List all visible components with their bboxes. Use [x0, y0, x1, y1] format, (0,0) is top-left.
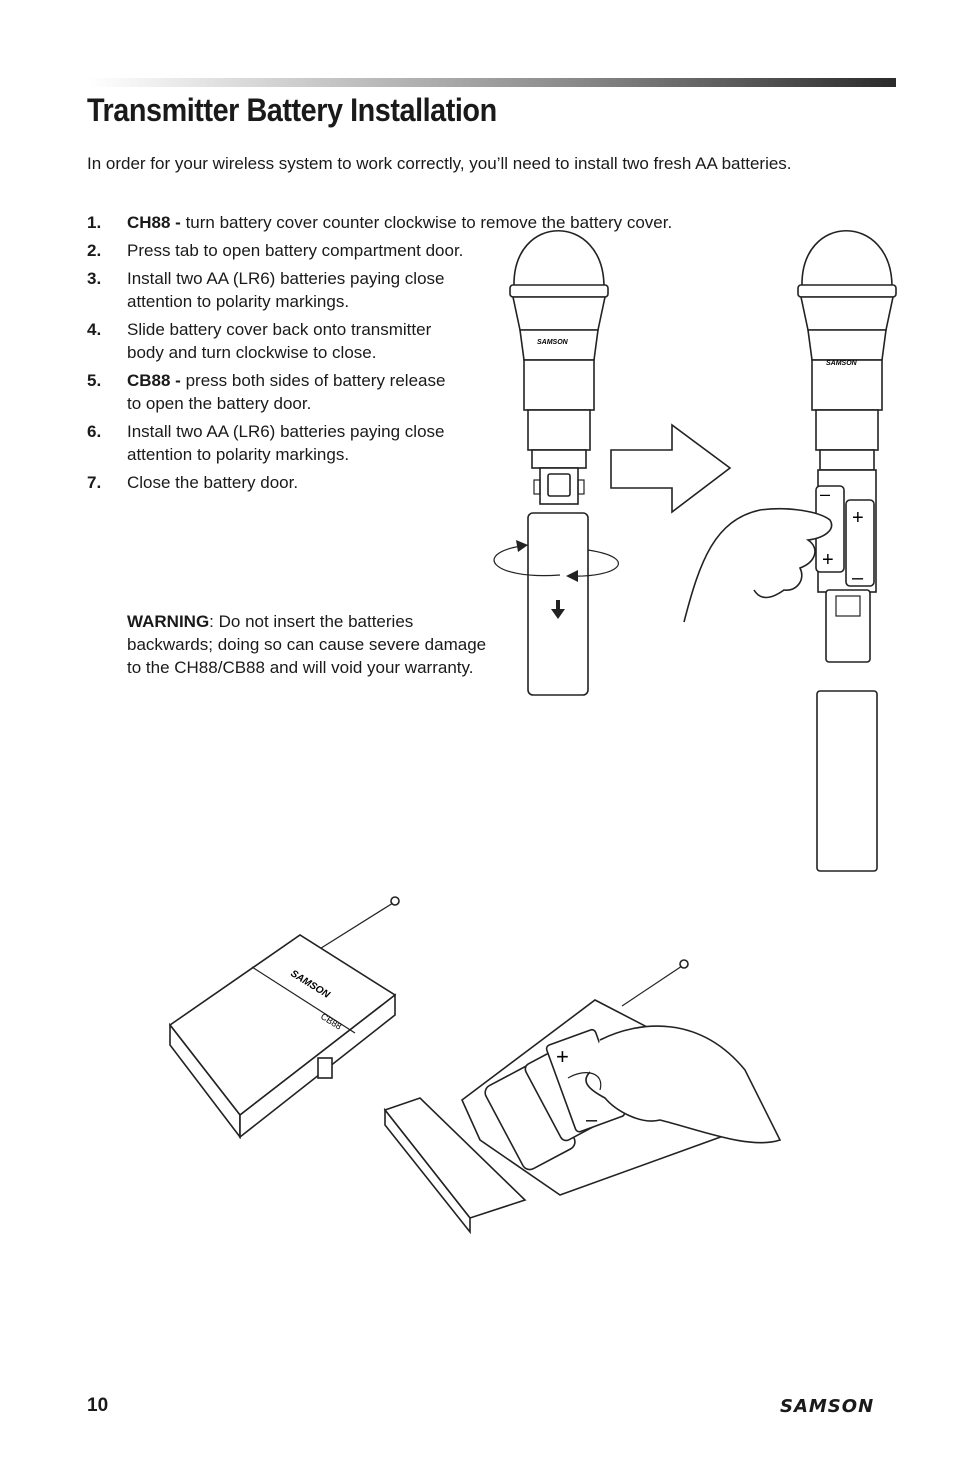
- battery-plus-sign: +: [822, 549, 834, 571]
- page-number: 10: [87, 1395, 109, 1416]
- step-text-cont: to open the battery door.: [127, 394, 312, 413]
- beltpack-closed-illustration: SAMSON CB88: [168, 896, 400, 1140]
- battery-minus-sign: –: [820, 484, 830, 504]
- step-text-cont: attention to polarity markings.: [127, 292, 350, 311]
- step-number: 3.: [87, 269, 102, 288]
- step-text-cont: body and turn clockwise to close.: [127, 343, 377, 362]
- battery-minus-sign: –: [586, 1109, 598, 1131]
- step-text: Install two AA (LR6) batteries paying cl…: [127, 269, 445, 288]
- step-text: Close the battery door.: [127, 473, 299, 492]
- step-item: 4. Slide battery cover back onto transmit…: [87, 318, 672, 364]
- step-number: 5.: [87, 371, 102, 390]
- intro-paragraph: In order for your wireless system to wor…: [87, 154, 792, 173]
- step-model: CB88 -: [127, 371, 186, 390]
- step-text-cont: attention to polarity markings.: [127, 445, 350, 464]
- step-item: 7. Close the battery door.: [87, 471, 672, 494]
- step-model: CH88 -: [127, 213, 186, 232]
- step-number: 6.: [87, 422, 102, 441]
- next-step-arrow: [610, 423, 732, 514]
- step-text: press both sides of battery release: [185, 371, 446, 390]
- microphone-battery-illustration: SAMSON + – – +: [683, 229, 897, 872]
- warning-note: WARNING: Do not insert the batteries bac…: [127, 610, 497, 679]
- microphone-open-illustration: SAMSON: [493, 229, 619, 696]
- step-item: 5. CB88 - press both sides of battery rel…: [87, 369, 672, 415]
- steps-list: 1. CH88 - turn battery cover counter cloc…: [87, 211, 672, 499]
- step-item: 2. Press tab to open battery compartment …: [87, 239, 672, 262]
- step-number: 4.: [87, 320, 102, 339]
- step-number: 1.: [87, 213, 102, 232]
- battery-plus-sign: +: [556, 1044, 569, 1069]
- header-rule: [88, 78, 896, 87]
- page-title: Transmitter Battery Installation: [87, 92, 497, 128]
- step-item: 1. CH88 - turn battery cover counter cloc…: [87, 211, 672, 234]
- step-text: Install two AA (LR6) batteries paying cl…: [127, 422, 445, 441]
- footer-logo: SAMSON: [780, 1396, 875, 1417]
- step-number: 7.: [87, 473, 102, 492]
- battery-minus-sign: –: [852, 567, 864, 589]
- mic-brand-label: SAMSON: [537, 339, 569, 346]
- step-text: turn battery cover counter clockwise to …: [185, 213, 673, 232]
- battery-plus-sign: +: [852, 507, 864, 529]
- step-item: 6. Install two AA (LR6) batteries paying …: [87, 420, 672, 466]
- beltpack-open-illustration: + –: [383, 959, 782, 1235]
- step-item: 3. Install two AA (LR6) batteries paying …: [87, 267, 672, 313]
- step-number: 2.: [87, 241, 102, 260]
- mic-brand-label: SAMSON: [826, 360, 858, 367]
- step-text: Slide battery cover back onto transmitte…: [127, 320, 432, 339]
- warning-label: WARNING: [127, 612, 210, 631]
- step-text: Press tab to open battery compartment do…: [127, 241, 464, 260]
- warning-text: : Do not insert the batteries backwards;…: [127, 612, 487, 677]
